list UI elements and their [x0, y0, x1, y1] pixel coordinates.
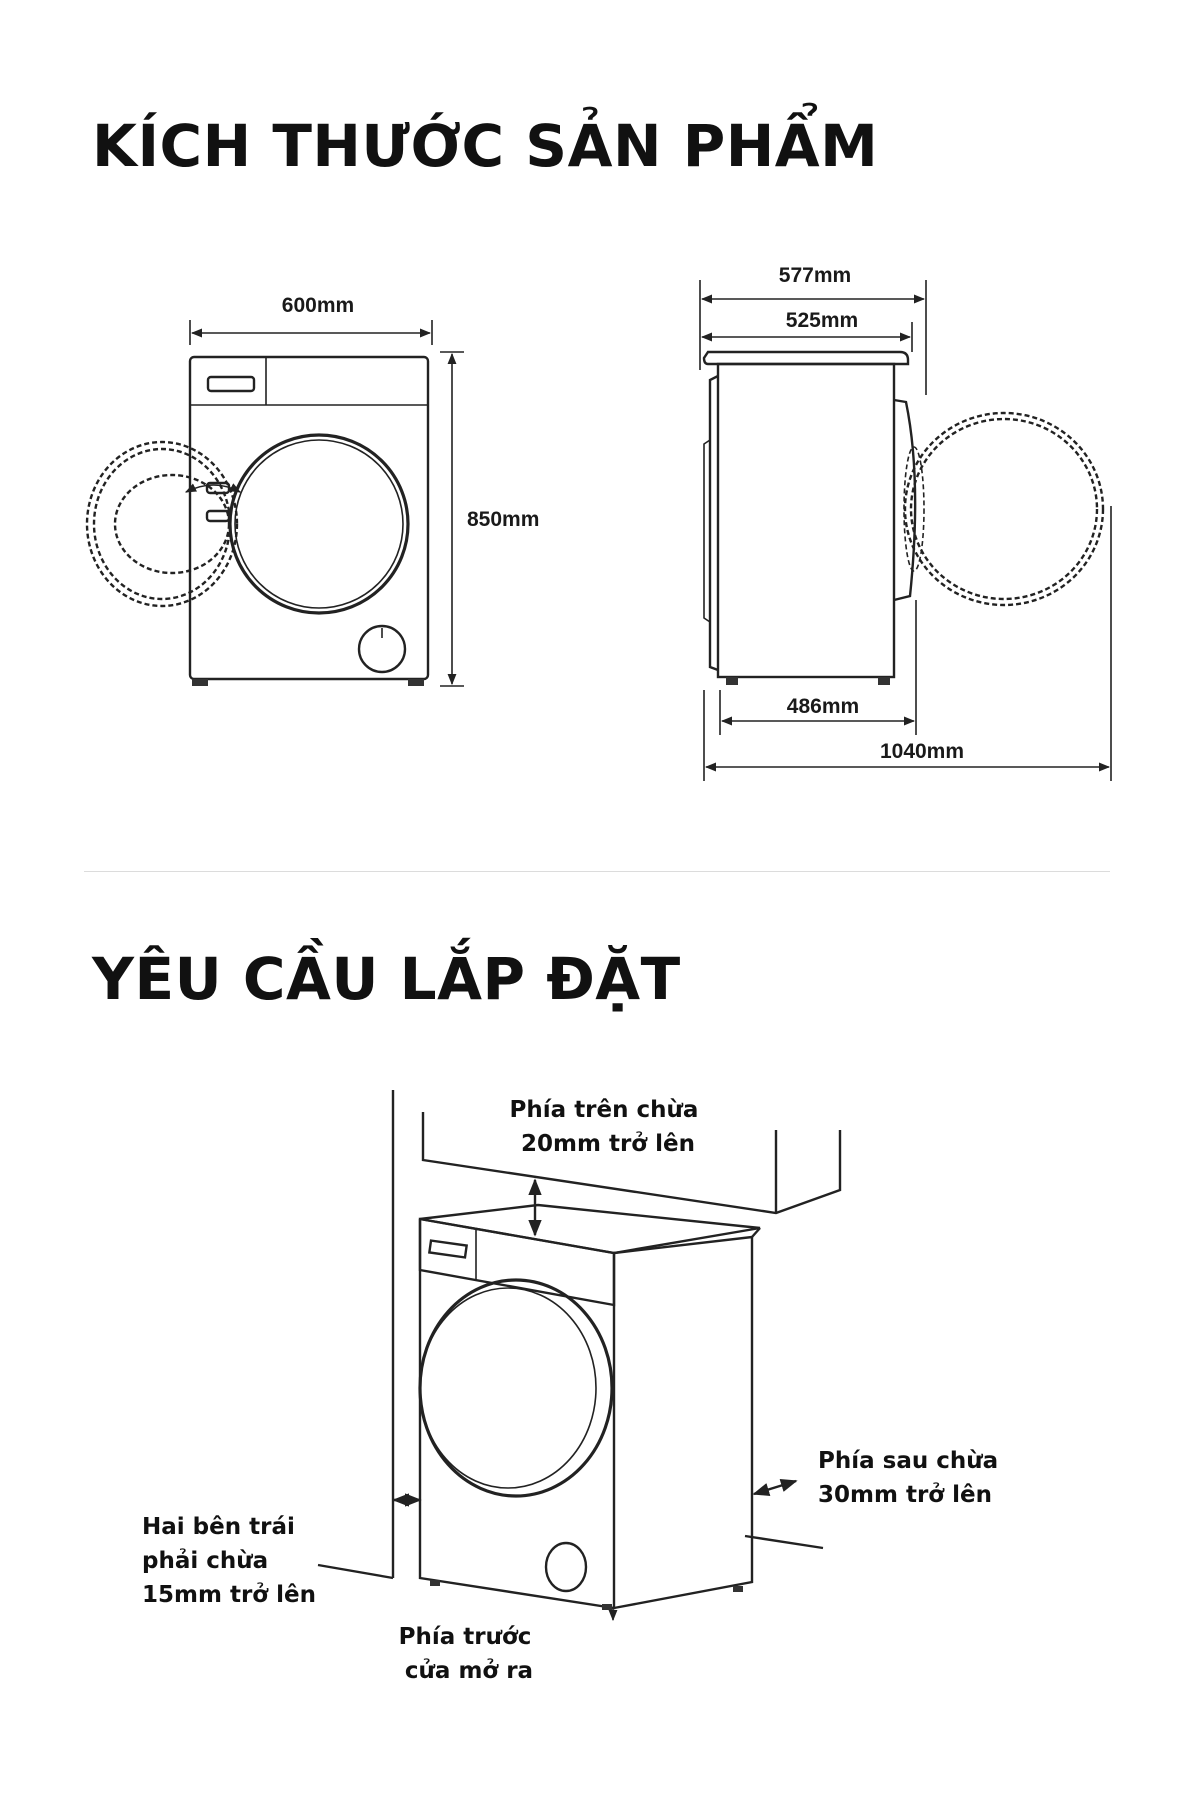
dim-depth-overall: 577mm	[779, 264, 851, 287]
section-title-dimensions: KÍCH THƯỚC SẢN PHẨM	[92, 112, 879, 180]
note-top-clearance: Phía trên chừa 20mm trở lên	[510, 1097, 707, 1157]
installation-drawing	[317, 1090, 842, 1622]
dim-depth-body: 525mm	[786, 309, 858, 332]
section-divider	[84, 871, 1110, 872]
note-front-clearance: Phía trước cửa mở ra	[399, 1624, 540, 1684]
dim-front-width: 600mm	[282, 294, 354, 317]
side-view-drawing	[699, 280, 1112, 781]
note-side-clearance: Hai bên trái phải chừa 15mm trở lên	[142, 1514, 316, 1608]
dim-height: 850mm	[467, 508, 539, 531]
dim-depth-base: 486mm	[787, 695, 859, 718]
front-view-drawing	[85, 320, 464, 687]
section-title-installation: YÊU CẦU LẮP ĐẶT	[92, 945, 681, 1013]
dim-depth-door-open: 1040mm	[880, 740, 964, 763]
note-back-clearance: Phía sau chừa 30mm trở lên	[818, 1448, 1006, 1508]
